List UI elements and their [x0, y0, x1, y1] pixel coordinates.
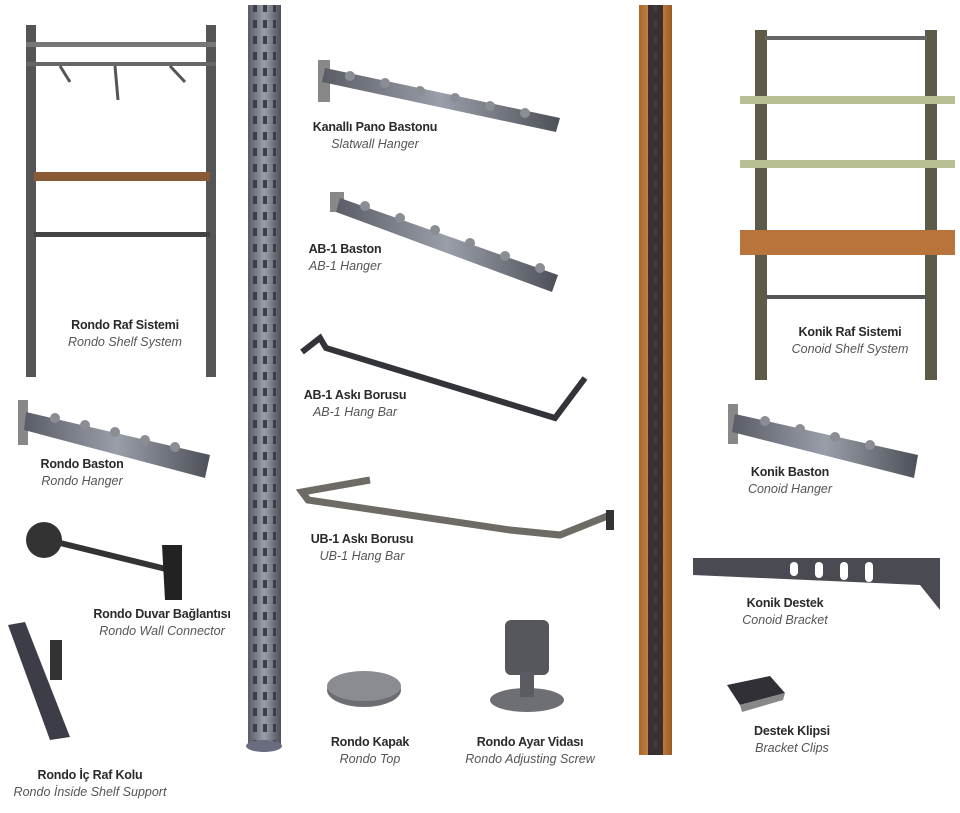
product-name-en: Rondo Shelf System — [68, 335, 182, 349]
product-name-en: Rondo İnside Shelf Support — [13, 785, 167, 799]
product-name-en: Bracket Clips — [755, 741, 829, 755]
rondo-hanger-image — [18, 400, 210, 478]
product-name-tr: Rondo Baston — [40, 457, 124, 471]
slatwall-hanger-image — [318, 60, 560, 132]
product-name-en: UB-1 Hang Bar — [319, 549, 405, 563]
product-name-en: AB-1 Hanger — [308, 259, 382, 273]
rondo-shelf-system-image — [26, 25, 216, 377]
product-name-tr: AB-1 Askı Borusu — [303, 388, 407, 402]
product-name-en: Conoid Shelf System — [791, 342, 909, 356]
product-name-en: Rondo Wall Connector — [99, 624, 225, 638]
product-name-tr: AB-1 Baston — [308, 242, 382, 256]
product-name-tr: UB-1 Askı Borusu — [310, 532, 414, 546]
rondo-post-steel-image — [246, 5, 282, 752]
product-name-tr: Konik Raf Sistemi — [798, 325, 902, 339]
product-name-tr: Destek Klipsi — [754, 724, 830, 738]
rondo-top-image — [327, 671, 401, 707]
ab1-hanger-image — [330, 192, 558, 292]
product-name-en: Rondo Adjusting Screw — [465, 752, 595, 766]
ab1-hang-bar-image — [300, 333, 588, 422]
product-name-en: Rondo Top — [339, 752, 401, 766]
product-name-tr: Kanallı Pano Bastonu — [312, 120, 438, 134]
product-name-en: Rondo Hanger — [41, 474, 123, 488]
rondo-wall-connector-image — [26, 522, 182, 600]
bracket-clips-image — [727, 676, 785, 712]
product-name-tr: Rondo Raf Sistemi — [71, 318, 179, 332]
ub1-hang-bar-image — [295, 476, 614, 539]
conoid-shelf-system-image — [740, 30, 955, 380]
product-name-tr: Rondo Duvar Bağlantısı — [93, 607, 231, 621]
product-name-tr: Rondo Ayar Vidası — [476, 735, 584, 749]
product-name-en: Conoid Hanger — [747, 482, 833, 496]
conoid-post-wood-image — [639, 5, 672, 755]
product-name-tr: Rondo İç Raf Kolu — [37, 768, 143, 782]
product-name-tr: Rondo Kapak — [330, 735, 410, 749]
rondo-adjusting-screw-image — [490, 620, 564, 712]
product-name-en: Slatwall Hanger — [331, 137, 419, 151]
rondo-inside-shelf-support-image — [8, 622, 70, 740]
product-name-en: Conoid Bracket — [742, 613, 828, 627]
product-name-en: AB-1 Hang Bar — [312, 405, 398, 419]
product-name-tr: Konik Destek — [746, 596, 824, 610]
conoid-bracket-image — [693, 558, 940, 610]
conoid-hanger-image — [728, 404, 918, 478]
product-name-tr: Konik Baston — [750, 465, 830, 479]
